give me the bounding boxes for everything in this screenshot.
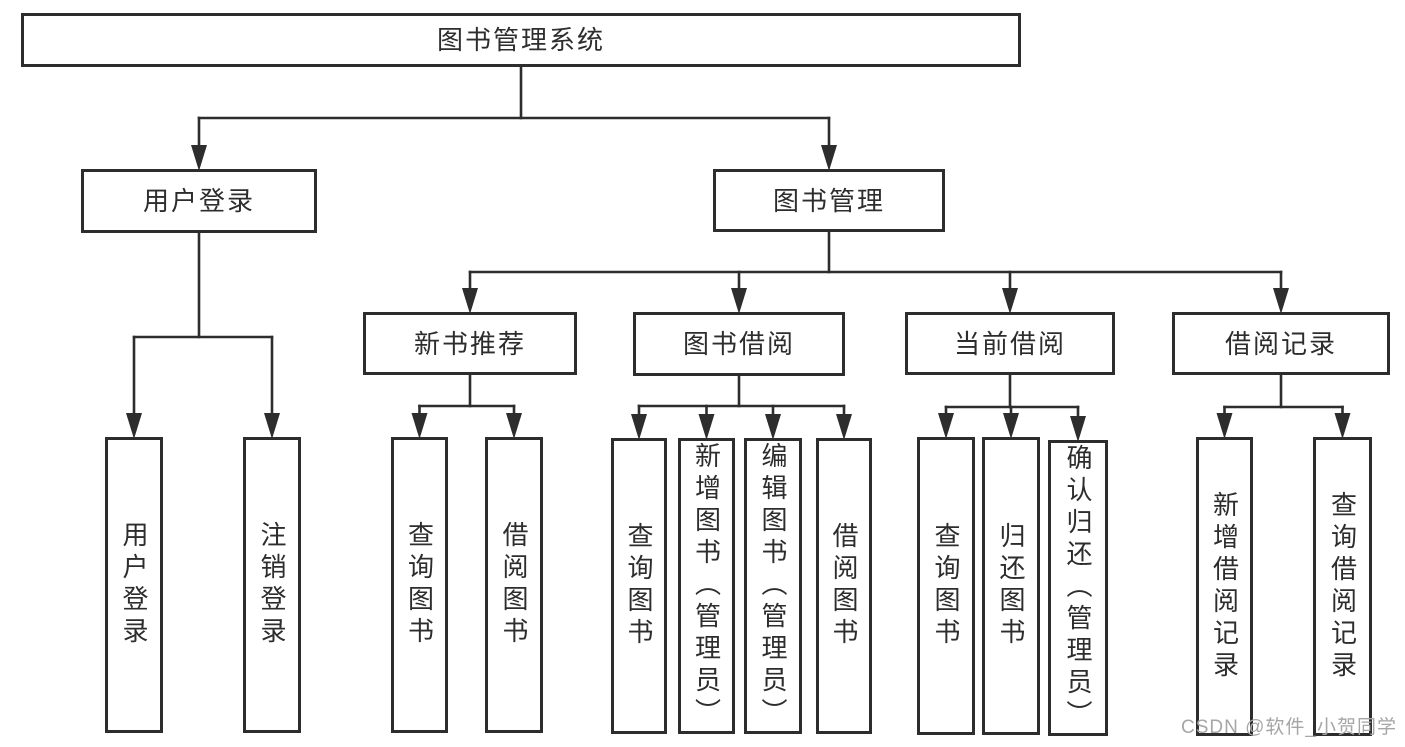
node-label-leaf-nb-query: 查询图书 <box>404 521 435 649</box>
arrowhead-icon <box>462 288 478 314</box>
node-label-leaf-cb-return: 归还图书 <box>996 522 1026 650</box>
arrowhead-icon <box>506 413 522 439</box>
node-new-book-recommend: 新书推荐 <box>363 312 577 375</box>
arrowhead-icon <box>631 414 647 440</box>
node-leaf-user-login: 用户登录 <box>105 437 163 733</box>
node-label-new-book-recommend: 新书推荐 <box>413 328 526 359</box>
arrowhead-icon <box>411 413 428 439</box>
node-label-leaf-bb-query: 查询图书 <box>624 522 654 650</box>
node-leaf-cb-confirm: 确认归还（管理员） <box>1048 440 1108 736</box>
arrowhead-icon <box>126 413 142 439</box>
node-label-leaf-cb-query: 查询图书 <box>931 522 961 650</box>
node-label-leaf-bb-borrow: 借阅图书 <box>829 522 859 650</box>
arrowhead-icon <box>264 413 280 439</box>
node-leaf-bb-edit: 编辑图书（管理员） <box>744 438 802 734</box>
node-label-leaf-nb-borrow: 借阅图书 <box>499 521 529 649</box>
node-leaf-bb-query: 查询图书 <box>611 438 667 734</box>
watermark: CSDN @软件_小贺同学 <box>1181 717 1397 738</box>
node-leaf-nb-borrow: 借阅图书 <box>485 437 543 733</box>
node-label-system: 图书管理系统 <box>436 25 605 55</box>
arrowhead-icon <box>1216 413 1233 439</box>
node-label-leaf-logout: 注销登录 <box>257 521 287 649</box>
arrowhead-icon <box>191 145 207 171</box>
arrowhead-icon <box>1273 288 1289 314</box>
arrowhead-icon <box>1002 288 1018 314</box>
node-borrow-records: 借阅记录 <box>1172 312 1390 375</box>
node-leaf-cb-query: 查询图书 <box>917 437 975 735</box>
node-label-leaf-user-login: 用户登录 <box>119 521 149 649</box>
arrowhead-icon <box>731 288 747 314</box>
node-leaf-cb-return: 归还图书 <box>982 437 1040 735</box>
node-label-book-borrow: 图书借阅 <box>682 329 795 359</box>
node-leaf-bb-add: 新增图书（管理员） <box>678 438 735 734</box>
node-label-leaf-bb-edit: 编辑图书（管理员） <box>758 442 788 730</box>
node-label-leaf-cb-confirm: 确认归还（管理员） <box>1063 444 1093 732</box>
node-label-borrow-records: 借阅记录 <box>1224 328 1337 359</box>
node-current-borrow: 当前借阅 <box>905 312 1115 375</box>
arrowhead-icon <box>1003 413 1019 439</box>
node-label-leaf-br-query: 查询借阅记录 <box>1327 490 1358 683</box>
arrowhead-icon <box>765 414 781 440</box>
node-book-borrow: 图书借阅 <box>633 312 845 376</box>
arrowhead-icon <box>821 145 837 171</box>
node-book-management: 图书管理 <box>713 169 945 232</box>
arrowhead-icon <box>1070 416 1086 442</box>
arrowhead-icon <box>836 414 852 440</box>
node-leaf-br-add: 新增借阅记录 <box>1196 437 1253 736</box>
node-user-login: 用户登录 <box>81 169 317 233</box>
node-label-user-login: 用户登录 <box>142 186 255 216</box>
arrowhead-icon <box>1334 413 1351 439</box>
node-leaf-logout: 注销登录 <box>243 437 301 733</box>
node-label-leaf-br-add: 新增借阅记录 <box>1209 490 1240 683</box>
arrowhead-icon <box>698 414 715 440</box>
node-label-leaf-bb-add: 新增图书（管理员） <box>691 442 722 730</box>
node-leaf-nb-query: 查询图书 <box>391 437 448 733</box>
node-label-current-borrow: 当前借阅 <box>953 328 1066 359</box>
node-label-book-management: 图书管理 <box>772 185 885 216</box>
node-leaf-br-query: 查询借阅记录 <box>1313 437 1372 736</box>
node-system: 图书管理系统 <box>21 13 1021 67</box>
node-leaf-bb-borrow: 借阅图书 <box>816 438 872 734</box>
arrowhead-icon <box>938 413 954 439</box>
